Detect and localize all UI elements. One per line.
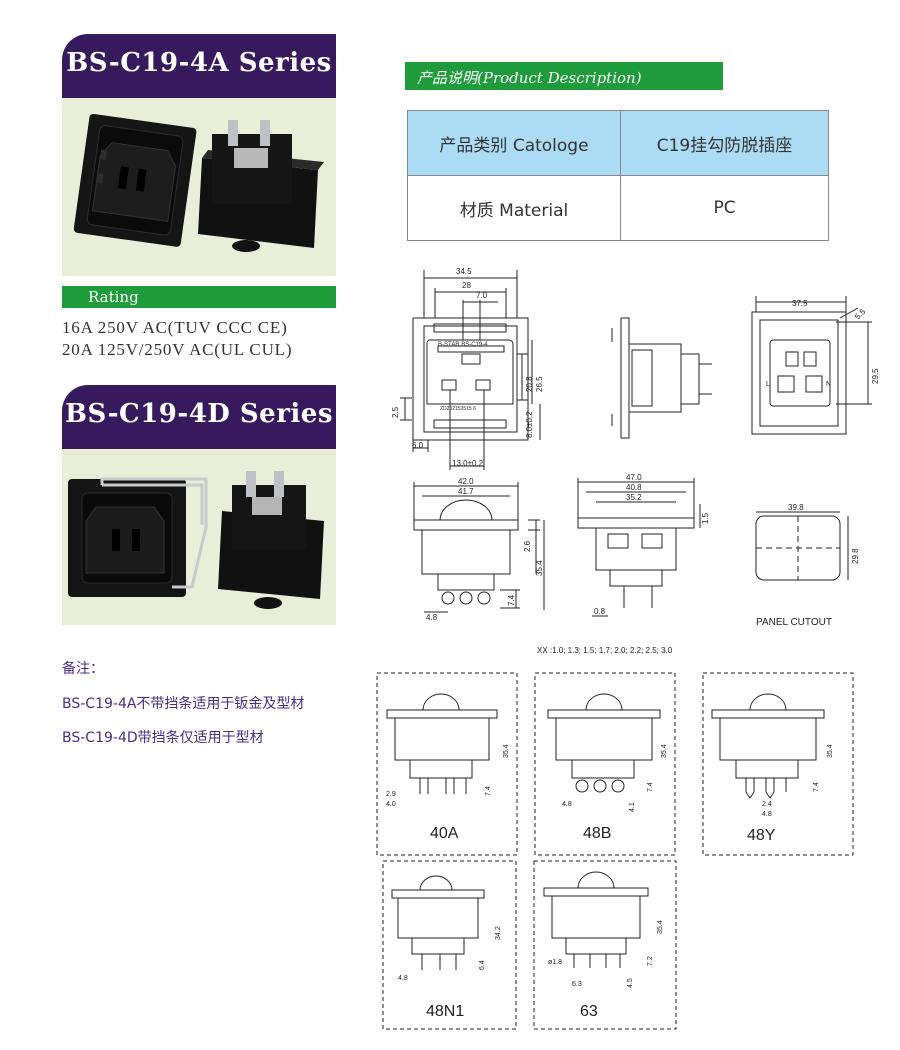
dim-417: 41.7	[458, 487, 474, 496]
label-L: L	[766, 381, 770, 388]
dim-208: 20.8	[525, 376, 534, 392]
bottom-view-drawing	[413, 482, 545, 613]
dim-420: 42.0	[458, 477, 474, 486]
notes-line-1: BS-C19-4A不带挡条适用于钣金及型材	[62, 696, 305, 712]
terminal-48B-d2: 4.1	[629, 802, 636, 812]
spec-value-material: PC	[620, 175, 829, 241]
rating-bar: Rating	[62, 286, 336, 308]
product-description-title: 产品说明(Product Description)	[417, 69, 642, 87]
dim-345: 34.5	[456, 267, 472, 276]
dim-cut-h: 29.8	[851, 548, 860, 564]
rear-view-drawing	[751, 296, 872, 435]
terminal-63-d1: ø1.8	[548, 959, 562, 966]
spec-name-material: 材质 Material	[407, 175, 621, 241]
dim-15: 1.5	[701, 512, 710, 524]
terminal-label-40A: 40A	[430, 825, 459, 842]
dim-130: 13.0±0.2	[452, 459, 484, 468]
spec-table: 产品类别 Catologe C19挂勾防脱插座 材质 Material PC	[407, 110, 829, 241]
terminal-63-h: 35.4	[657, 920, 664, 934]
dim-26: 2.6	[523, 540, 532, 552]
dim-28: 28	[462, 281, 471, 290]
series-a-photo	[62, 98, 336, 276]
terminal-48Y-d2: 4.8	[762, 811, 772, 818]
terminal-48N1-h: 34.2	[495, 926, 502, 940]
front-view-drawing	[400, 270, 541, 470]
terminal-40A-d2: 4.0	[386, 801, 396, 808]
profile-view-drawing	[577, 478, 701, 617]
dim-408: 40.8	[626, 483, 642, 492]
terminal-48Y-d1: 2.4	[762, 801, 772, 808]
dim-352: 35.2	[626, 493, 642, 502]
series-a-title: BS-C19-4A Series	[66, 48, 332, 78]
terminal-48N1-d1: 4.8	[398, 975, 408, 982]
panel-cutout-drawing	[755, 511, 849, 581]
terminal-48B-d3: 7.4	[647, 782, 654, 792]
terminal-label-48N1: 48N1	[426, 1003, 464, 1020]
terminal-63-d3: 4.5	[627, 978, 634, 988]
rating-label: Rating	[88, 288, 139, 306]
terminal-48Y-d3: 7.4	[813, 782, 820, 792]
spec-value-catalog: C19挂勾防脱插座	[620, 110, 829, 176]
rating-line-2: 20A 125V/250V AC(UL CUL)	[62, 340, 293, 359]
terminal-40A-d3: 7.4	[485, 786, 492, 796]
xx-note: XX :1.0; 1.3; 1.5; 1.7; 2.0; 2.2; 2.5; 3…	[537, 646, 673, 655]
terminal-40A-drawing	[386, 693, 498, 794]
dim-cut-w: 39.8	[788, 503, 804, 512]
terminal-48B-h: 35.4	[661, 744, 668, 758]
series-a-header: BS-C19-4A Series	[62, 34, 336, 98]
dim-70: 7.0	[476, 291, 488, 300]
spec-name-catalog: 产品类别 Catologe	[407, 110, 621, 176]
label-N: N	[826, 381, 831, 388]
label-code: ZD202153515 6	[440, 406, 476, 412]
terminal-48B-drawing	[547, 693, 661, 793]
dim-25: 2.5	[391, 406, 400, 418]
product-description-bar: 产品说明(Product Description)	[405, 62, 723, 90]
dim-470: 47.0	[626, 473, 642, 482]
dim-48: 4.8	[426, 613, 438, 622]
dim-80: 8.0±0.2	[525, 411, 534, 438]
spec-row-catalog: 产品类别 Catologe C19挂勾防脱插座	[407, 110, 829, 176]
dim-375: 37.5	[792, 299, 808, 308]
spec-row-material: 材质 Material PC	[407, 175, 829, 241]
notes-line-2: BS-C19-4D带挡条仅适用于型材	[62, 730, 264, 746]
dim-295: 29.5	[871, 368, 880, 384]
terminal-48N1-d2: 6.4	[479, 960, 486, 970]
series-d-header: BS-C19-4D Series	[62, 385, 336, 449]
terminal-boxes	[376, 672, 854, 1030]
terminal-label-48Y: 48Y	[747, 827, 776, 844]
terminal-40A-h: 35.4	[503, 744, 510, 758]
terminal-63-drawing	[543, 871, 649, 968]
label-bstar: B-STAR BS-C19-4	[438, 342, 488, 348]
panel-cutout-label: PANEL CUTOUT	[756, 617, 832, 628]
side-view-drawing	[611, 317, 712, 439]
dim-74: 7.4	[507, 594, 516, 606]
notes-title: 备注：	[62, 661, 104, 677]
terminal-label-63: 63	[580, 1003, 598, 1020]
series-d-photo	[62, 449, 336, 625]
series-d-title: BS-C19-4D Series	[65, 399, 333, 429]
dim-08: 0.8	[594, 607, 606, 616]
terminal-63-d4: 7.2	[647, 956, 654, 966]
terminal-48Y-drawing	[711, 693, 825, 799]
rating-line-1: 16A 250V AC(TUV CCC CE)	[62, 318, 288, 337]
dim-265: 26.5	[535, 376, 544, 392]
terminal-40A-d1: 2.9	[386, 791, 396, 798]
terminal-48B-d1: 4.8	[562, 801, 572, 808]
terminal-48N1-drawing	[391, 875, 485, 970]
dim-60: 6.0	[412, 441, 424, 450]
terminal-63-d2: 6.3	[572, 981, 582, 988]
terminal-48Y-h: 35.4	[827, 744, 834, 758]
dim-354: 35.4	[535, 560, 544, 576]
terminal-label-48B: 48B	[583, 825, 611, 842]
